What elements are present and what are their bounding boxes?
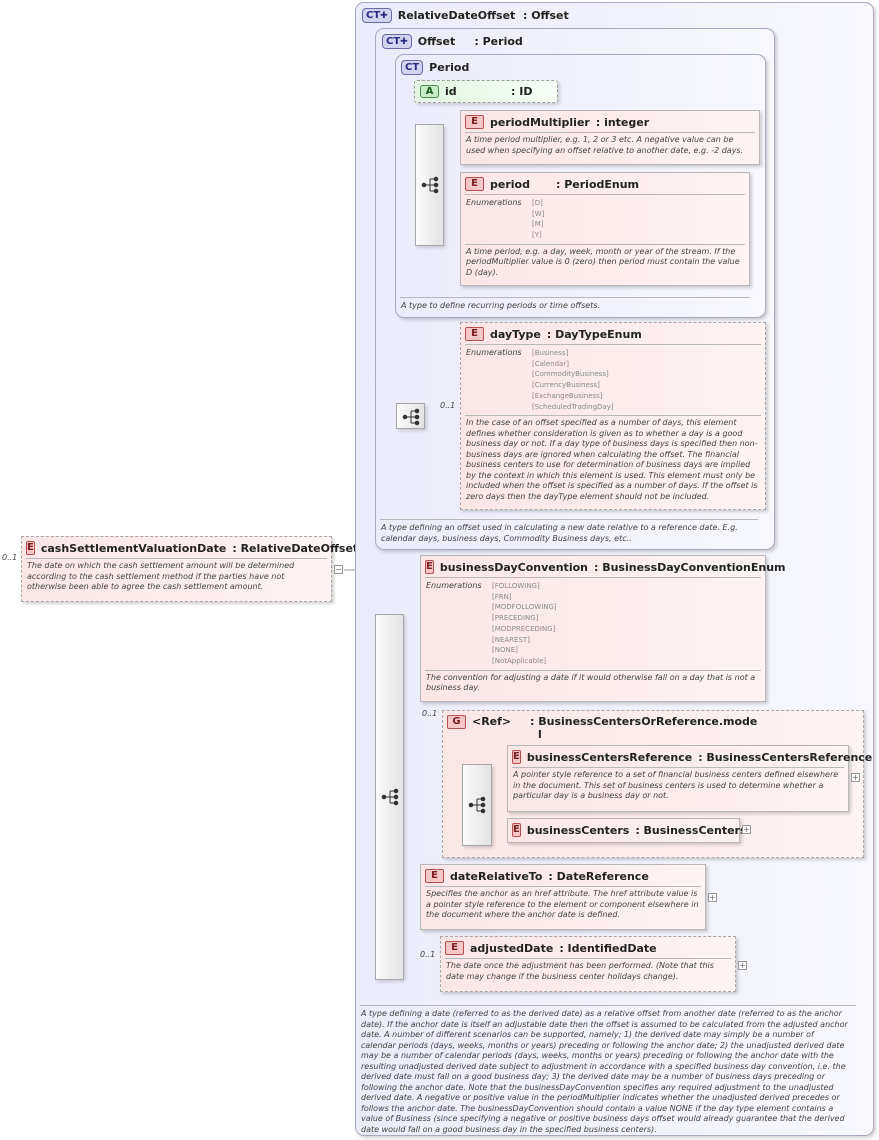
enumerations-label: Enumerations xyxy=(426,581,482,590)
relative-date-offset-title: RelativeDateOffset : Offset xyxy=(397,9,569,22)
element-type: : BusinessCenters xyxy=(635,823,747,837)
element-name: period xyxy=(490,177,530,191)
element-doc: The date once the adjustment has been pe… xyxy=(446,961,714,981)
element-period[interactable]: E period : PeriodEnum Enumerations [D] [… xyxy=(460,172,750,286)
group-type: : BusinessCentersOrReference.mode xyxy=(530,715,758,728)
element-name: businessDayConvention xyxy=(439,560,588,574)
element-doc: A time period multiplier, e.g. 1, 2 or 3… xyxy=(466,135,744,155)
enum-value: [CurrencyBusiness] xyxy=(532,381,600,390)
sequence-compositor[interactable] xyxy=(462,764,492,846)
element-badge: E xyxy=(425,560,434,574)
complex-type-badge: CT✚ xyxy=(362,8,392,23)
sequence-icon xyxy=(468,796,486,814)
element-type: : integer xyxy=(595,115,650,129)
complex-type-badge: CT✚ xyxy=(382,34,412,49)
element-badge: E xyxy=(465,327,484,341)
expand-toggle[interactable]: + xyxy=(742,825,751,834)
element-name: businessCenters xyxy=(526,823,630,837)
enum-value: [MODPRECEDING] xyxy=(492,624,556,633)
element-doc: In the case of an offset specified as a … xyxy=(466,418,758,501)
enum-value: [NotApplicable] xyxy=(492,656,547,665)
element-badge: E xyxy=(465,115,484,129)
enum-value: [Calendar] xyxy=(532,359,569,368)
sequence-compositor[interactable] xyxy=(396,403,425,429)
element-business-day-convention[interactable]: E businessDayConvention : BusinessDayCon… xyxy=(420,555,786,702)
enum-value: [FRN] xyxy=(492,592,512,601)
element-business-centers-reference[interactable]: E businessCentersReference : BusinessCen… xyxy=(507,745,872,812)
element-badge: E xyxy=(425,869,444,883)
expand-toggle[interactable]: + xyxy=(851,773,860,782)
enum-value: [ExchangeBusiness] xyxy=(532,391,603,400)
element-badge: E xyxy=(512,750,521,764)
element-period-multiplier[interactable]: E periodMultiplier : integer A time peri… xyxy=(460,110,760,165)
sequence-compositor[interactable] xyxy=(415,124,444,246)
sequence-compositor[interactable] xyxy=(375,614,404,980)
element-name: businessCentersReference xyxy=(526,750,693,764)
offset-title: Offset : Period xyxy=(417,35,523,48)
root-element-doc: The date on which the cash settlement am… xyxy=(27,561,295,591)
enum-value: [MODFOLLOWING] xyxy=(492,603,557,612)
enumerations-label: Enumerations xyxy=(466,198,522,207)
root-element-type: : RelativeDateOffset xyxy=(232,541,359,555)
adjusted-date-occurrence: 0..1 xyxy=(420,950,436,959)
element-adjusted-date[interactable]: E adjustedDate : IdentifiedDate The date… xyxy=(440,936,736,992)
element-type: : IdentifiedDate xyxy=(559,941,657,955)
offset-doc: A type defining an offset used in calcul… xyxy=(381,523,738,543)
group-badge: G xyxy=(447,715,466,729)
element-name: periodMultiplier xyxy=(490,115,590,129)
day-type-occurrence: 0..1 xyxy=(440,401,456,410)
element-type: : DateReference xyxy=(548,869,649,883)
element-doc: The convention for adjusting a date if i… xyxy=(426,672,756,693)
group-type-cont: l xyxy=(538,728,542,741)
enum-value: [NONE] xyxy=(492,646,518,655)
enum-value: [Business] xyxy=(532,349,569,357)
group-name: <Ref> xyxy=(472,715,512,728)
element-badge: E xyxy=(26,541,35,555)
root-element-box[interactable]: E cashSettlementValuationDate : Relative… xyxy=(21,536,358,602)
group-occurrence: 0..1 xyxy=(422,709,438,718)
root-element-name: cashSettlementValuationDate xyxy=(40,541,227,555)
element-name: dayType xyxy=(490,327,541,341)
element-doc: A time period, e.g. a day, week, month o… xyxy=(466,246,740,277)
element-doc: Specifies the anchor as an href attribut… xyxy=(426,889,699,919)
relative-date-offset-doc: A type defining a date (referred to as t… xyxy=(361,1009,848,1134)
enum-value: [Y] xyxy=(532,231,542,240)
element-type: : PeriodEnum xyxy=(556,177,640,191)
collapse-toggle[interactable]: − xyxy=(334,565,343,574)
sequence-icon xyxy=(381,788,399,806)
root-occurrence: 0..1 xyxy=(2,553,18,562)
element-day-type[interactable]: E dayType : DayTypeEnum Enumerations [Bu… xyxy=(460,322,766,510)
expand-toggle[interactable]: + xyxy=(708,893,717,902)
element-badge: E xyxy=(465,177,484,191)
element-type: : BusinessCentersReference xyxy=(698,750,873,764)
period-type-title: Period xyxy=(429,61,470,74)
enum-value: [M] xyxy=(532,220,544,229)
element-doc: A pointer style reference to a set of fi… xyxy=(513,770,839,800)
enumerations-label: Enumerations xyxy=(466,348,522,357)
attribute-name: id xyxy=(445,85,457,98)
element-type: : BusinessDayConventionEnum xyxy=(593,560,786,574)
period-type-doc: A type to define recurring periods or ti… xyxy=(401,301,601,310)
enum-value: [PRECEDING] xyxy=(492,614,539,623)
element-type: : DayTypeEnum xyxy=(546,327,642,341)
sequence-icon xyxy=(402,408,420,426)
element-badge: E xyxy=(445,941,464,955)
enum-value: [NEAREST] xyxy=(492,635,530,644)
attribute-badge: A xyxy=(420,85,439,98)
element-business-centers[interactable]: E businessCenters : BusinessCenters xyxy=(507,818,747,843)
element-name: adjustedDate xyxy=(470,941,554,955)
element-name: dateRelativeTo xyxy=(450,869,543,883)
enum-value: [D] xyxy=(532,199,543,207)
expand-toggle[interactable]: + xyxy=(738,961,747,970)
enum-value: [FOLLOWING] xyxy=(492,582,540,590)
sequence-icon xyxy=(421,176,439,194)
enum-value: [ScheduledTradingDay] xyxy=(532,402,614,411)
enum-value: [W] xyxy=(532,209,545,218)
element-badge: E xyxy=(512,823,521,837)
complex-type-badge: CT xyxy=(401,60,424,75)
attribute-type: : ID xyxy=(511,85,533,98)
element-date-relative-to[interactable]: E dateRelativeTo : DateReference Specifi… xyxy=(420,864,706,930)
enum-value: [CommodityBusiness] xyxy=(532,370,609,379)
attribute-id[interactable]: A id : ID xyxy=(414,80,558,103)
